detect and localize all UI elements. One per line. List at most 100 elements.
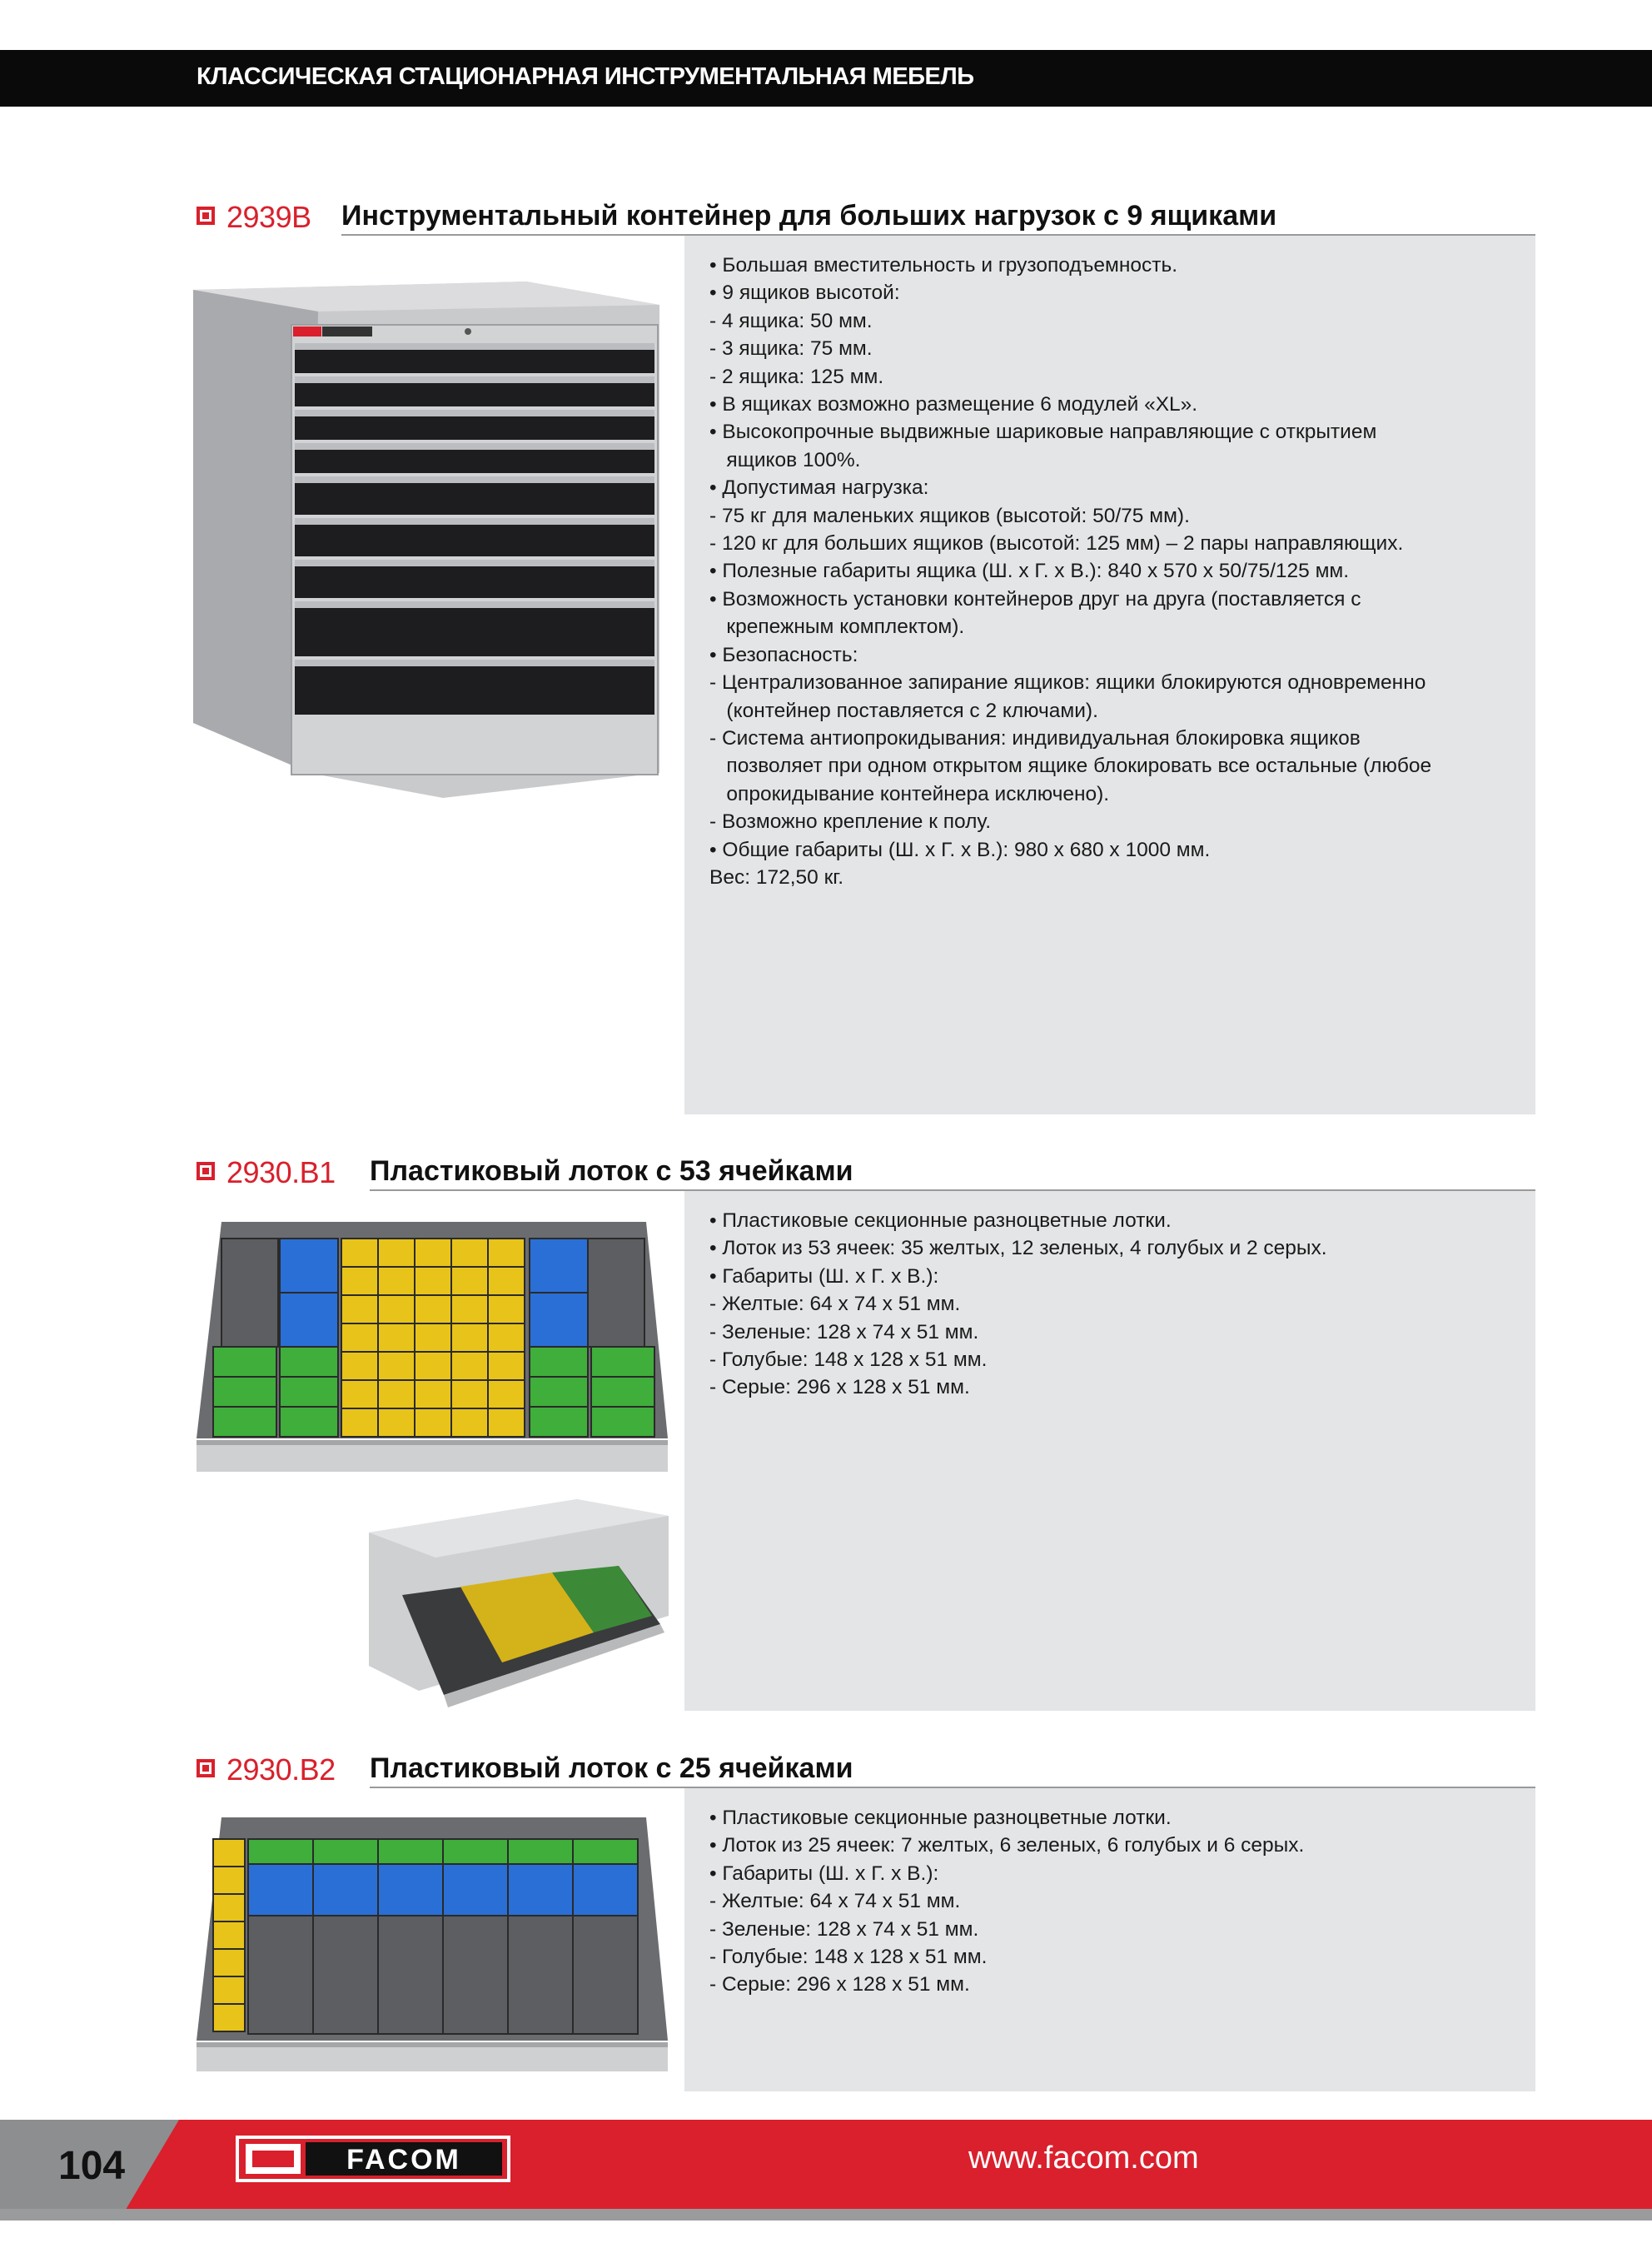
tray-cell <box>414 1266 452 1296</box>
feature-line: • Габариты (Ш. x Г. x В.): <box>709 1862 939 1885</box>
feature-line: крепежным комплектом). <box>709 616 965 639</box>
tray-cell <box>212 1346 277 1378</box>
tray-cell <box>529 1238 589 1293</box>
tray-cell <box>590 1406 655 1438</box>
tray-cell <box>212 2003 246 2032</box>
tray-cell <box>590 1346 655 1378</box>
product-marker-icon <box>197 1759 215 1777</box>
feature-line: опрокидывание контейнера исключено). <box>709 782 1110 805</box>
tray-cell <box>450 1294 489 1324</box>
tray-cell <box>414 1379 452 1409</box>
tray-cell <box>279 1406 339 1438</box>
feature-line: ящиков 100%. <box>709 448 861 471</box>
tray-cell <box>507 1863 574 1917</box>
tray-cell <box>487 1238 525 1268</box>
tray-cell <box>279 1376 339 1408</box>
tray-cell <box>414 1323 452 1353</box>
feature-line: • Общие габариты (Ш. x Г. x В.): 980 x 6… <box>709 838 1211 861</box>
tray-cell <box>572 1863 639 1917</box>
feature-line: - Голубые: 148 x 128 x 51 мм. <box>709 1348 988 1372</box>
feature-line: • Безопасность: <box>709 643 858 666</box>
tray-cell <box>221 1238 279 1348</box>
tray-cell <box>341 1266 379 1296</box>
drawer-unit-photo <box>369 1499 669 1707</box>
feature-line: - 75 кг для маленьких ящиков (высотой: 5… <box>709 504 1190 527</box>
product-code: 2930.B1 <box>226 1155 336 1189</box>
tray-cell <box>377 1379 415 1409</box>
feature-list: • Пластиковые секционные разноцветные ло… <box>684 1191 1535 1402</box>
title-rule <box>370 1189 1535 1191</box>
tray-cell <box>341 1323 379 1353</box>
tray-cell <box>487 1379 525 1409</box>
tray-cell <box>247 1863 314 1917</box>
feature-line: - 2 ящика: 125 мм. <box>709 365 884 388</box>
feature-line: - Зеленые: 128 x 74 x 51 мм. <box>709 1917 979 1941</box>
page-number: 104 <box>58 2144 126 2188</box>
header-bar: КЛАССИЧЕСКАЯ СТАЦИОНАРНАЯ ИНСТРУМЕНТАЛЬН… <box>0 50 1652 107</box>
tray-cell <box>442 1838 509 1865</box>
tray-cell <box>487 1351 525 1381</box>
tray-cell <box>377 1294 415 1324</box>
drawer-handle <box>295 343 654 350</box>
tray-cell <box>529 1346 589 1378</box>
drawer-handle <box>295 601 654 608</box>
feature-line: • Допустимая нагрузка: <box>709 476 929 500</box>
website-link[interactable]: www.facom.com <box>968 2141 1199 2176</box>
tray-cell <box>450 1238 489 1268</box>
facom-logo[interactable]: FACOM <box>236 2136 510 2182</box>
drawer-handle <box>295 376 654 383</box>
tray-cell <box>442 1915 509 2035</box>
product-description-panel: • Пластиковые секционные разноцветные ло… <box>684 1788 1535 2091</box>
drawer-handle <box>295 476 654 483</box>
feature-line: - Система антиопрокидывания: индивидуаль… <box>709 726 1361 750</box>
tray-cell <box>487 1323 525 1353</box>
tray-cell <box>590 1376 655 1408</box>
tray-cell <box>529 1376 589 1408</box>
footer-rule <box>0 2209 1652 2221</box>
feature-line: - 120 кг для больших ящиков (высотой: 12… <box>709 532 1404 556</box>
tray-cell <box>572 1838 639 1865</box>
feature-line: • Пластиковые секционные разноцветные ло… <box>709 1209 1172 1232</box>
tray-cell <box>587 1238 645 1348</box>
feature-line: • 9 ящиков высотой: <box>709 282 900 305</box>
drawer-front <box>295 601 654 656</box>
title-rule <box>341 234 1535 236</box>
product-title: Пластиковый лоток с 25 ячейками <box>370 1752 853 1784</box>
feature-line: • Большая вместительность и грузоподъемн… <box>709 254 1178 277</box>
tray-cell <box>487 1408 525 1438</box>
tray-cell <box>377 1238 415 1268</box>
tray-cell <box>212 1948 246 1977</box>
product-title: Инструментальный контейнер для больших н… <box>341 200 1277 232</box>
brand-text: FACOM <box>346 2144 461 2176</box>
title-rule <box>370 1787 1535 1788</box>
tray-cell <box>341 1294 379 1324</box>
feature-line: • Возможность установки контейнеров друг… <box>709 587 1361 611</box>
drawer-front <box>295 660 654 715</box>
tray-cell <box>414 1351 452 1381</box>
tray-cell <box>341 1408 379 1438</box>
product-marker-icon <box>197 207 215 225</box>
tray-25-photo <box>197 1817 668 2071</box>
product-code: 2930.B2 <box>226 1752 336 1787</box>
feature-line: - Централизованное запирание ящиков: ящи… <box>709 671 1426 695</box>
feature-line: - Зеленые: 128 x 74 x 51 мм. <box>709 1320 979 1343</box>
tray-cell <box>414 1294 452 1324</box>
tray-cell <box>450 1379 489 1409</box>
drawer-handle <box>295 660 654 666</box>
tray-cell <box>212 1838 246 1867</box>
feature-line: - 4 ящика: 50 мм. <box>709 309 873 332</box>
tray-cell <box>212 1866 246 1895</box>
feature-line: - Серые: 296 x 128 x 51 мм. <box>709 1376 970 1399</box>
product-description-panel: • Пластиковые секционные разноцветные ло… <box>684 1191 1535 1711</box>
tray-cell <box>247 1915 314 2035</box>
product-code: 2939B <box>226 200 311 234</box>
tray-cell <box>377 1351 415 1381</box>
tray-cell <box>341 1379 379 1409</box>
feature-line: - Желтые: 64 x 74 x 51 мм. <box>709 1293 961 1316</box>
tray-cell <box>414 1238 452 1268</box>
tray-cell <box>377 1266 415 1296</box>
tray-cell <box>279 1292 339 1348</box>
feature-line: • Полезные габариты ящика (Ш. x Г. x В.)… <box>709 560 1350 583</box>
tray-cell <box>377 1323 415 1353</box>
tray-cell <box>212 1406 277 1438</box>
